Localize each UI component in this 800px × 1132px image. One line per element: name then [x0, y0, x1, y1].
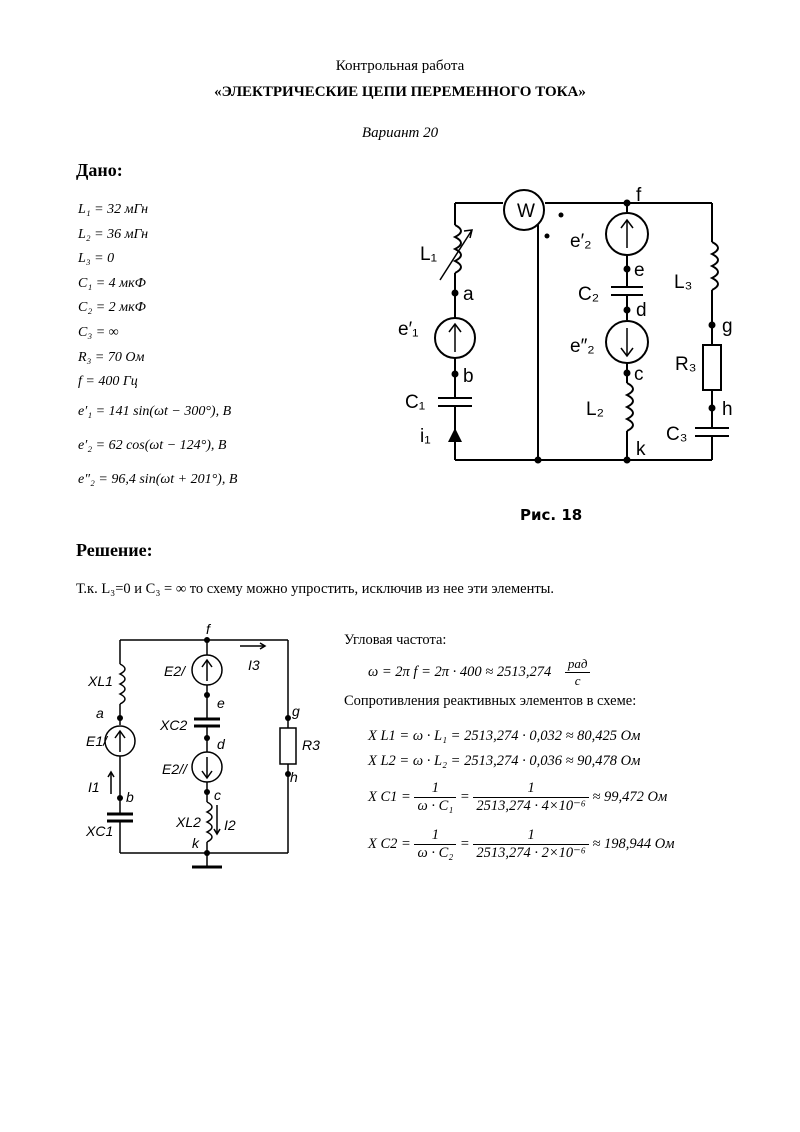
reactance-label: Сопротивления реактивных элементов в схе…	[344, 693, 637, 709]
xc2-fraction-1: 1 ω · C₂	[414, 827, 457, 862]
given-list: L₁ = 32 мГн L₂ = 36 мГн L₃ = 0 C₁ = 4 мк…	[78, 198, 237, 497]
label-C2: C₂	[578, 284, 599, 305]
work-type: Контрольная работа	[335, 58, 465, 74]
given-item: L₂ = 36 мГн	[78, 226, 149, 242]
node-d: d	[636, 300, 647, 321]
given-item: L₃ = 0	[78, 251, 115, 267]
given-emf: e′₂ = 62 cos(ωt − 124°), B	[78, 437, 227, 453]
label-XL2: XL2	[175, 814, 201, 830]
xc1-fraction-2: 1 2513,274 · 4×10⁻⁶	[473, 780, 589, 815]
node-f: f	[636, 185, 642, 206]
label-E1-prime: E1/	[86, 733, 109, 749]
given-item: R₃ = 70 Ом	[78, 349, 145, 365]
node-g-simplified: g	[292, 703, 300, 719]
xc1-den1: ω · C₁	[417, 798, 454, 814]
label-C1: C₁	[405, 392, 425, 413]
label-L1: L₁	[420, 244, 437, 265]
figure-caption: Рис. 18	[520, 506, 583, 524]
node-f-simplified: f	[206, 622, 212, 637]
simplify-note: Т.к. L₃=0 и C₃ = ∞ то схему можно упрост…	[76, 581, 555, 597]
angular-frequency-label: Угловая частота:	[344, 632, 447, 648]
formula-XL1: X L1 = ω · L₁ = 2513,274 · 0,032 ≈ 80,42…	[368, 728, 641, 744]
given-item: C₂ = 2 мкФ	[78, 300, 146, 316]
xc2-den2: 2513,274 · 2×10⁻⁶	[476, 845, 586, 861]
node-k: k	[636, 439, 646, 460]
label-e2-prime: e′₂	[570, 231, 592, 252]
label-XL1: XL1	[87, 673, 113, 689]
omega-unit: рад с	[564, 656, 591, 689]
node-a: a	[463, 284, 474, 305]
node-e-simplified: e	[217, 695, 225, 711]
node-g: g	[722, 316, 733, 337]
xc2-num1: 1	[414, 827, 457, 845]
node-h-simplified: h	[290, 769, 298, 785]
label-L3: L₃	[674, 272, 692, 293]
xc2-num2: 1	[473, 827, 589, 845]
solution-heading: Решение:	[76, 540, 153, 560]
label-XC2: XC2	[159, 717, 187, 733]
document-title: «ЭЛЕКТРИЧЕСКИЕ ЦЕПИ ПЕРЕМЕННОГО ТОКА»	[214, 84, 586, 100]
xc1-den2: 2513,274 · 4×10⁻⁶	[476, 798, 586, 814]
node-d-simplified: d	[217, 736, 226, 752]
xc1-fraction-1: 1 ω · C₁	[414, 780, 457, 815]
node-a-simplified: a	[96, 705, 104, 721]
given-item: f = 400 Гц	[78, 374, 138, 390]
node-k-simplified: k	[192, 835, 200, 851]
given-item: L₁ = 32 мГн	[78, 202, 149, 217]
formula-XC1: X C1 = 1 ω · C₁ = 1 2513,274 · 4×10⁻⁶ ≈ …	[368, 780, 668, 815]
xc2-fraction-2: 1 2513,274 · 2×10⁻⁶	[473, 827, 589, 862]
label-I3: I3	[248, 657, 260, 673]
xc2-den1: ω · C₂	[417, 845, 454, 861]
label-e2-double-prime: e″₂	[570, 336, 595, 357]
label-R3-simplified: R3	[302, 737, 320, 753]
omega-expression: ω = 2π f = 2π · 400 ≈ 2513,274	[368, 663, 552, 680]
xc2-rhs: ≈ 198,944 Ом	[592, 835, 675, 852]
node-c: c	[634, 364, 644, 385]
formula-XL2: X L2 = ω · L₂ = 2513,274 · 0,036 ≈ 90,47…	[368, 753, 641, 769]
label-I1: I1	[88, 779, 100, 795]
label-C3: C₃	[666, 424, 687, 445]
label-i1: i₁	[420, 426, 431, 447]
label-I2: I2	[224, 817, 236, 833]
label-XC1: XC1	[85, 823, 113, 839]
node-h: h	[722, 399, 733, 420]
given-emf: e″₂ = 96,4 sin(ωt + 201°), B	[78, 471, 238, 487]
given-item: C₃ = ∞	[78, 324, 119, 340]
formula-XC2: X C2 = 1 ω · C₂ = 1 2513,274 · 2×10⁻⁶ ≈ …	[368, 827, 675, 862]
wattmeter-label: W	[517, 201, 535, 222]
xc1-num1: 1	[414, 780, 457, 798]
node-b: b	[463, 366, 474, 387]
given-emf: e′₁ = 141 sin(ωt − 300°), B	[78, 403, 232, 419]
label-R3: R₃	[675, 354, 696, 375]
label-E2-double-prime: E2//	[162, 761, 189, 777]
node-b-simplified: b	[126, 789, 134, 805]
given-heading: Дано:	[76, 160, 123, 180]
xc1-num2: 1	[473, 780, 589, 798]
omega-formula: ω = 2π f = 2π · 400 ≈ 2513,274 рад с	[368, 656, 591, 689]
omega-unit-num: рад	[567, 656, 588, 671]
node-c-simplified: c	[214, 787, 221, 803]
given-item: C₁ = 4 мкФ	[78, 275, 146, 291]
node-e: e	[634, 260, 645, 281]
circuit-diagram-simplified: f XL1 E2/ I3 e g a XC2 E1/ d R3 E2// h I…	[85, 622, 320, 869]
omega-unit-den: с	[564, 672, 591, 689]
label-L2: L₂	[586, 399, 604, 420]
xc1-lhs: X C1 =	[368, 788, 411, 805]
xc1-rhs: ≈ 99,472 Ом	[592, 788, 668, 805]
circuit-diagram-original: W L₁ a e′₁ b C₁ i₁ f e′₂ e C₂ d e″₂ c L₂…	[398, 185, 733, 464]
xc2-lhs: X C2 =	[368, 835, 411, 852]
label-e1: e′₁	[398, 319, 419, 340]
variant-label: Вариант 20	[361, 125, 439, 141]
label-E2-prime: E2/	[164, 663, 187, 679]
